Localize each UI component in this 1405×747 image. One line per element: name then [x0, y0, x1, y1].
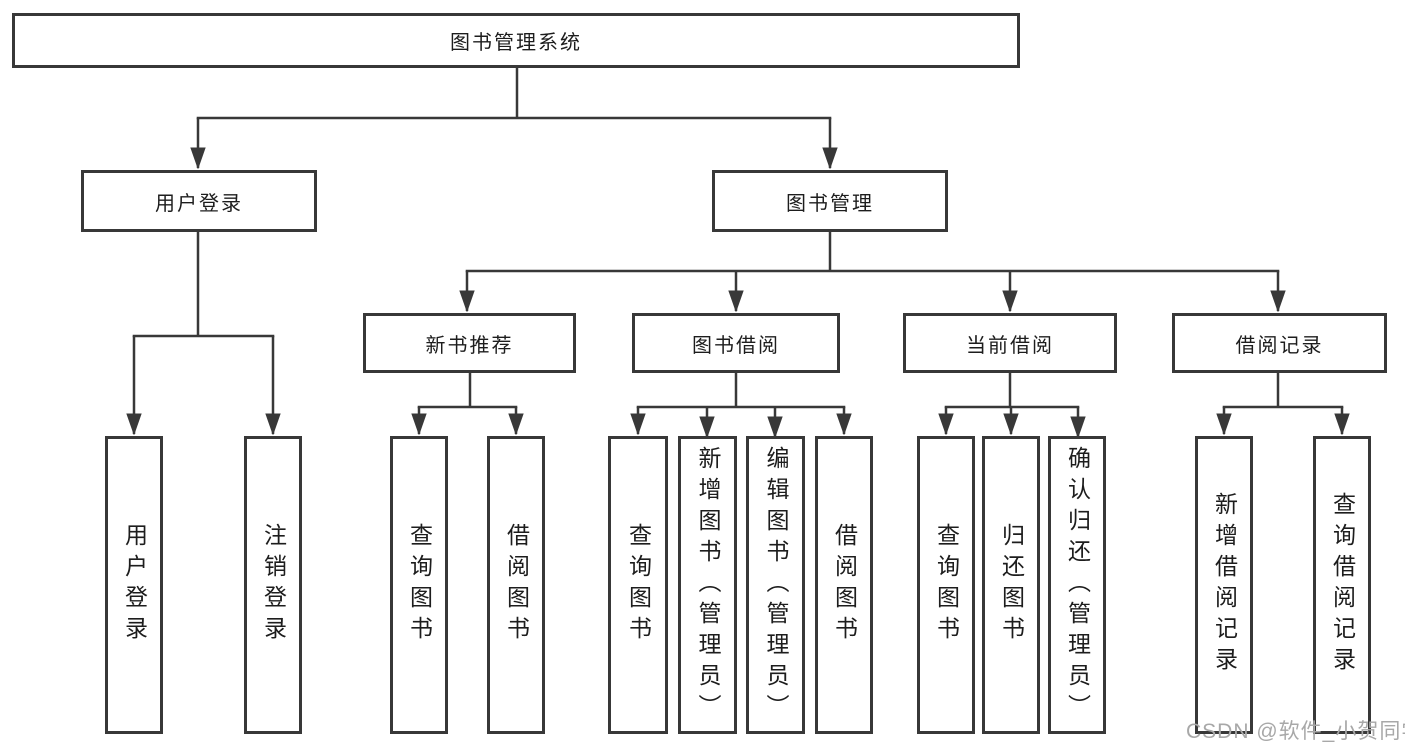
- node-user-login: 用户登录: [81, 170, 317, 232]
- leaf-user-login: 用户登录: [105, 436, 163, 734]
- node-borrowing-records: 借阅记录: [1172, 313, 1387, 373]
- node-current-borrowing: 当前借阅: [903, 313, 1117, 373]
- node-label: 查询图书: [933, 523, 960, 647]
- node-label: 借阅图书: [503, 523, 530, 647]
- leaf-search-books-recommend: 查询图书: [390, 436, 448, 734]
- node-label: 查询借阅记录: [1329, 492, 1356, 678]
- node-label: 图书管理: [786, 192, 874, 215]
- node-label: 查询图书: [625, 523, 652, 647]
- leaf-add-borrow-record: 新增借阅记录: [1195, 436, 1253, 734]
- node-label: 新增图书（管理员）: [695, 445, 721, 725]
- node-label: 图书借阅: [692, 334, 780, 357]
- node-label: 借阅记录: [1235, 334, 1324, 357]
- leaf-borrow-books: 借阅图书: [815, 436, 873, 734]
- node-label: 注销登录: [260, 523, 287, 647]
- node-label: 新增借阅记录: [1211, 492, 1238, 678]
- leaf-return-books: 归还图书: [982, 436, 1040, 734]
- leaf-search-books-current: 查询图书: [917, 436, 975, 734]
- node-label: 查询图书: [406, 523, 433, 647]
- leaf-logout: 注销登录: [244, 436, 302, 734]
- leaf-confirm-return-admin: 确认归还（管理员）: [1048, 436, 1106, 734]
- leaf-edit-book-admin: 编辑图书（管理员）: [746, 436, 805, 734]
- node-label: 用户登录: [121, 523, 148, 647]
- node-label: 用户登录: [155, 192, 243, 215]
- leaf-search-books-borrow: 查询图书: [608, 436, 668, 734]
- node-label: 确认归还（管理员）: [1064, 445, 1091, 725]
- node-label: 归还图书: [998, 523, 1025, 647]
- node-book-borrowing: 图书借阅: [632, 313, 840, 373]
- node-label: 借阅图书: [831, 523, 858, 647]
- node-library-management-system: 图书管理系统: [12, 13, 1020, 68]
- leaf-borrow-books-recommend: 借阅图书: [487, 436, 545, 734]
- node-label: 新书推荐: [425, 334, 514, 357]
- csdn-watermark: CSDN @软件_小贺同学: [1186, 720, 1405, 743]
- node-book-management: 图书管理: [712, 170, 948, 232]
- leaf-search-borrow-record: 查询借阅记录: [1313, 436, 1371, 734]
- node-new-book-recommend: 新书推荐: [363, 313, 576, 373]
- leaf-add-book-admin: 新增图书（管理员）: [678, 436, 737, 734]
- node-label: 编辑图书（管理员）: [763, 445, 789, 725]
- node-label: 图书管理系统: [450, 32, 582, 54]
- node-label: 当前借阅: [966, 334, 1054, 357]
